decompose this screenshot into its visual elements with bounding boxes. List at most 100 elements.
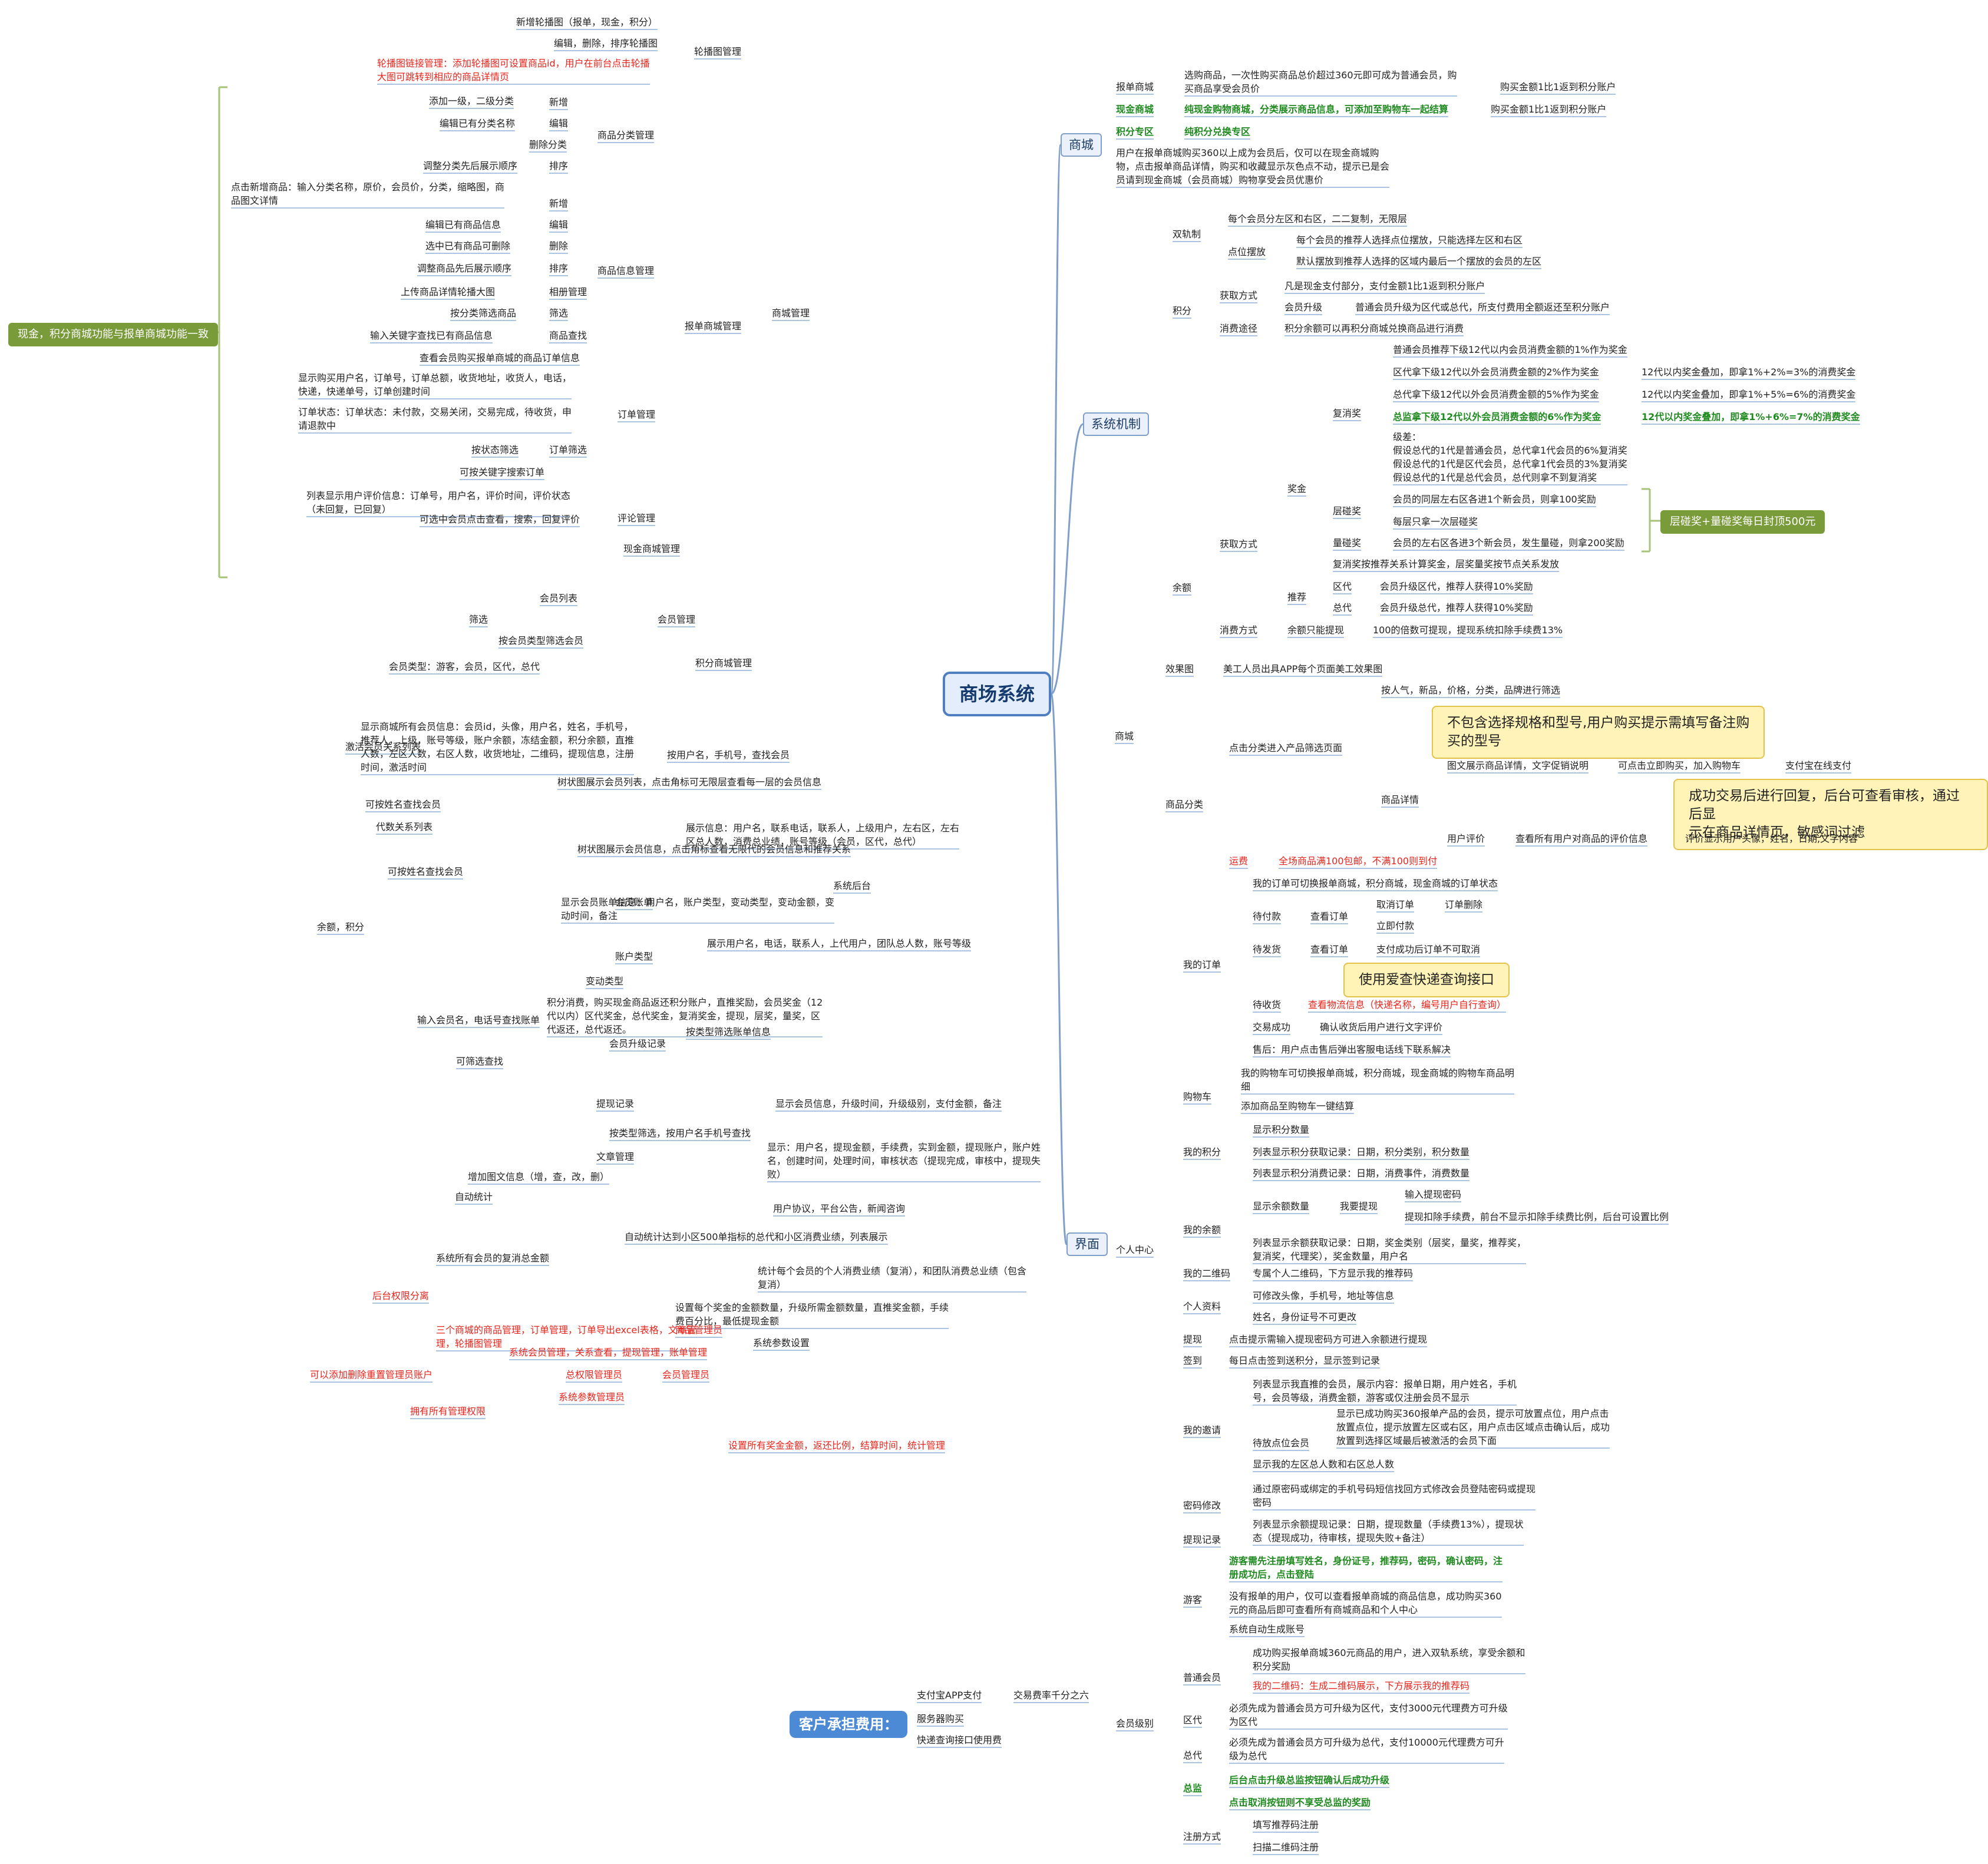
topic-node[interactable]: 后台权限分离 (372, 1290, 430, 1301)
topic-node[interactable]: 购买金额1比1返到积分账户 (1500, 81, 1616, 92)
topic-node[interactable]: 显示购买用户名，订单号，订单总额，收货地址，收货人，电话， 快递，快递单号，订单… (298, 372, 572, 397)
topic-node[interactable]: 查看所有用户对商品的评价信息 (1515, 833, 1648, 844)
topic-node[interactable]: 查看订单 (1310, 911, 1349, 922)
topic-node[interactable]: 系统会员管理，关系查看，提现管理，账单管理 (509, 1347, 708, 1358)
topic-node[interactable]: 用户在报单商城购买360以上成为会员后，仅可以在现金商城购 物，点击报单商品详情… (1116, 147, 1390, 186)
topic-node[interactable]: 我的二维码 (1183, 1268, 1231, 1279)
topic-node[interactable]: 填写推荐码注册 (1253, 1819, 1319, 1830)
topic-node[interactable]: 我要提现 (1340, 1201, 1378, 1212)
topic-node[interactable]: 可修改头像，手机号，地址等信息 (1253, 1290, 1395, 1301)
root-node[interactable]: 商场系统 (943, 672, 1052, 716)
topic-node[interactable]: 售后：用户点击售后弹出客服电话线下联系解决 (1253, 1044, 1451, 1055)
topic-node[interactable]: 双轨制 (1173, 229, 1201, 240)
topic-node[interactable]: 激活会员关系列表 (345, 741, 421, 752)
topic-node[interactable]: 通过原密码或绑定的手机号码短信找回方式修改会员登陆密码或提现 密码 (1253, 1483, 1536, 1508)
topic-node[interactable]: 会员升级总代，推荐人获得10%奖励 (1380, 602, 1533, 613)
topic-node[interactable]: 密码修改 (1183, 1500, 1221, 1511)
topic-node[interactable]: 显示会员账单信息：用户名，账户类型，变动类型，变动金额，变 动时间，备注 (561, 897, 835, 921)
topic-node[interactable]: 每日点击签到送积分，显示签到记录 (1229, 1355, 1381, 1366)
topic-node[interactable]: 我的订单可切换报单商城，积分商城，现金商城的订单状态 (1253, 878, 1498, 889)
topic-node[interactable]: 订单筛选 (549, 444, 587, 455)
topic-node[interactable]: 纯现金购物商城，分类展示商品信息，可添加至购物车一起结算 (1184, 104, 1449, 115)
topic-node[interactable]: 按类型筛选，按用户名手机号查找 (609, 1128, 751, 1139)
topic-node[interactable]: 变动类型 (586, 976, 624, 987)
topic-node[interactable]: 每层只拿一次层碰奖 (1393, 516, 1478, 527)
topic-node[interactable]: 会员的同层左右区各进1个新会员，则拿100奖励 (1393, 494, 1596, 505)
topic-node[interactable]: 评价显示用户头像，姓名，日期,文字内容 (1685, 833, 1858, 844)
topic-node[interactable]: 待收货 (1253, 999, 1282, 1010)
topic-node[interactable]: 删除分类 (529, 139, 567, 150)
topic-node[interactable]: 我的二维码：生成二维码展示，下方展示我的推荐码 (1253, 1680, 1470, 1691)
topic-node[interactable]: 支付成功后订单不可取消 (1376, 944, 1481, 955)
topic-node[interactable]: 商品分类 (1165, 799, 1204, 810)
topic-node[interactable]: 用户协议，平台公告，新闻咨询 (773, 1203, 906, 1214)
topic-node[interactable]: 姓名，身份证号不可更改 (1253, 1311, 1357, 1323)
topic-node[interactable]: 代数关系列表 (376, 821, 433, 832)
topic-node[interactable]: 报单商城管理 (685, 320, 742, 332)
topic-node[interactable]: 每个会员的推荐人选择点位摆放，只能选择左区和右区 (1296, 234, 1523, 246)
topic-node[interactable]: 个人资料 (1183, 1301, 1221, 1312)
topic-node[interactable]: 按人气，新品，价格，分类，品牌进行筛选 (1381, 685, 1561, 696)
topic-node[interactable]: 层碰奖 (1333, 505, 1362, 517)
topic-node[interactable]: 订单管理 (617, 409, 656, 420)
topic-node[interactable]: 获取方式 (1220, 290, 1258, 301)
topic-node[interactable]: 复消奖 (1333, 408, 1362, 419)
topic-node[interactable]: 总代 (1333, 602, 1352, 613)
topic-node[interactable]: 列表显示积分获取记录：日期，积分类别，积分数量 (1253, 1146, 1470, 1158)
topic-node[interactable]: 显示我的左区总人数和右区总人数 (1253, 1459, 1395, 1470)
topic-node[interactable]: 提现扣除手续费，前台不显示扣除手续费比例，后台可设置比例 (1405, 1211, 1669, 1222)
topic-node[interactable]: 增加图文信息（增，查，改，删） (468, 1171, 610, 1182)
topic-node[interactable]: 级差： 假设总代的1代是普通会员，总代拿1代会员的6%复消奖 假设总代的1代是区… (1393, 431, 1627, 483)
topic-node[interactable]: 输入提现密码 (1405, 1189, 1462, 1200)
topic-node[interactable]: 按状态筛选 (471, 444, 519, 455)
topic-node[interactable]: 列表显示积分消费记录：日期，消费事件，消费数量 (1253, 1168, 1470, 1179)
topic-node[interactable]: 积分 (1173, 305, 1192, 316)
topic-node[interactable]: 显示商城所有会员信息：会员id，头像，用户名，姓名，手机号， 推荐人，上级，账号… (361, 721, 635, 773)
topic-node[interactable]: 系统后台 (833, 880, 871, 891)
topic-node[interactable]: 列表显示余额获取记录：日期，奖金类别（层奖，量奖，推荐奖， 复消奖，代理奖），奖… (1253, 1237, 1527, 1262)
topic-node[interactable]: 选购商品，一次性购买商品总价超过360元即可成为普通会员，购 买商品享受会员价 (1184, 70, 1457, 94)
topic-node[interactable]: 会员账单 (615, 897, 653, 908)
topic-node[interactable]: 积分余额可以再积分商城兑换商品进行消费 (1284, 323, 1464, 334)
topic-node[interactable]: 点击新增商品：输入分类名称，原价，会员价，分类，缩略图，商 品图文详情 (231, 181, 505, 206)
topic-node[interactable]: 普通会员升级为区代或总代，所支付费用全额返还至积分账户 (1355, 302, 1610, 313)
topic-node[interactable]: 订单删除 (1445, 899, 1483, 910)
topic-node[interactable]: 按分类筛选商品 (450, 308, 517, 319)
topic-node[interactable]: 纯积分兑换专区 (1184, 126, 1251, 137)
topic-node[interactable]: 服务器购买 (917, 1713, 965, 1724)
topic-node[interactable]: 编辑已有分类名称 (440, 118, 516, 129)
topic-node[interactable]: 量碰奖 (1333, 537, 1362, 548)
branch-node[interactable]: 商城 (1061, 133, 1102, 157)
topic-node[interactable]: 总监 (1183, 1783, 1203, 1794)
topic-node[interactable]: 积分专区 (1116, 126, 1154, 137)
topic-node[interactable]: 成功购买报单商城360元商品的用户，进入双轨系统，享受余额和 积分奖励 (1253, 1647, 1525, 1672)
topic-node[interactable]: 普通会员推荐下级12代以内会员消费金额的1%作为奖金 (1393, 344, 1627, 355)
topic-node[interactable]: 可按姓名查找会员 (388, 866, 464, 877)
topic-node[interactable]: 统计每个会员的个人消费业绩（复消），和团队消费总业绩（包含 复消） (758, 1265, 1027, 1290)
topic-node[interactable]: 商品分类管理 (597, 130, 655, 141)
topic-node[interactable]: 列表显示余额提现记录：日期，提现数量（手续费13%），提现状 态（提现成功，待审… (1253, 1519, 1524, 1544)
topic-node[interactable]: 点击提示需输入提现密码方可进入余额进行提现 (1229, 1334, 1428, 1345)
topic-node[interactable]: 展示用户名，电话，联系人，上代用户，团队总人数，账号等级 (707, 938, 972, 949)
topic-node[interactable]: 文章管理 (596, 1151, 635, 1162)
topic-node[interactable]: 必须先成为普通会员方可升级为区代，支付3000元代理费方可升级 为区代 (1229, 1703, 1508, 1727)
topic-node[interactable]: 会员升级区代，推荐人获得10%奖励 (1380, 581, 1533, 592)
topic-node[interactable]: 普通会员 (1183, 1672, 1221, 1683)
topic-node[interactable]: 编辑，删除，排序轮播图 (554, 38, 658, 49)
topic-node[interactable]: 自动统计达到小区500单指标的总代和小区消费业绩，列表展示 (625, 1231, 888, 1242)
topic-node[interactable]: 立即付款 (1376, 920, 1415, 931)
topic-node[interactable]: 显示已成功购买360报单产品的会员，提示可放置点位，用户点击 放置点位，提示放置… (1336, 1408, 1610, 1446)
topic-node[interactable]: 按会员类型筛选会员 (498, 635, 584, 646)
topic-node[interactable]: 调整商品先后展示顺序 (417, 263, 512, 274)
topic-node[interactable]: 查看订单 (1310, 944, 1349, 955)
topic-node[interactable]: 添加商品至购物车一键结算 (1241, 1100, 1355, 1112)
topic-node[interactable]: 显示积分数量 (1253, 1124, 1310, 1135)
topic-node[interactable]: 可点击立即购买，加入购物车 (1618, 760, 1741, 771)
topic-node[interactable]: 会员管理员 (662, 1369, 710, 1380)
topic-node[interactable]: 总监拿下级12代以外会员消费金额的6%作为奖金 (1393, 411, 1601, 422)
topic-node[interactable]: 区代拿下级12代以外会员消费金额的2%作为奖金 (1393, 366, 1599, 378)
topic-node[interactable]: 余额 (1173, 582, 1192, 593)
topic-node[interactable]: 我的邀请 (1183, 1425, 1221, 1436)
topic-node[interactable]: 输入会员名，电话号查找账单 (417, 1014, 540, 1026)
topic-node[interactable]: 排序 (549, 263, 569, 274)
